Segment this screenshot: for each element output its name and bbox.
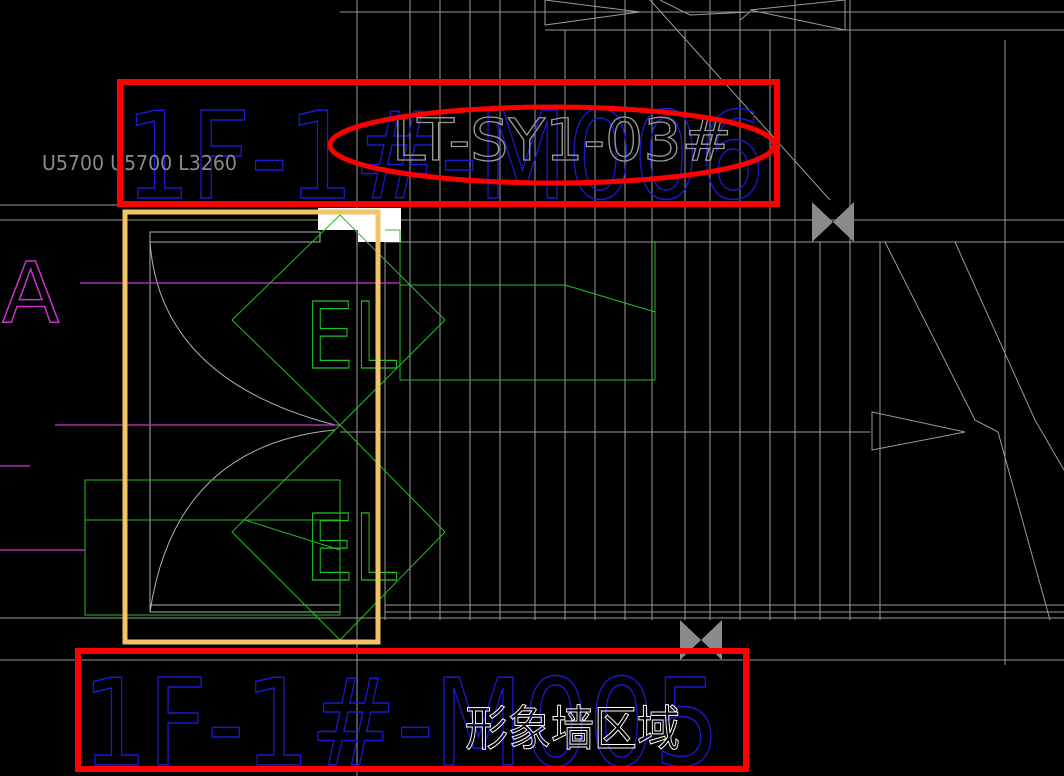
door-tag-lower[interactable]: 1F-1#-M005: [81, 654, 721, 776]
door-swing-arcs: [149, 231, 340, 613]
column-marker-top: [812, 202, 854, 242]
markup-rect-door-lower[interactable]: [75, 648, 749, 772]
elevator-symbol-bottom-text: EL: [305, 495, 397, 602]
elevator-symbol-bottom: EL: [304, 494, 397, 602]
dimension-note: U5700 U5700 L3260: [42, 151, 237, 175]
markup-rect-elevator-shaft[interactable]: [122, 209, 381, 645]
markup-ellipse-elevator-tag[interactable]: [327, 104, 777, 186]
axis-lines: [0, 282, 400, 551]
axis-label: A: [2, 244, 59, 342]
elevator-symbol-top: EL: [304, 282, 397, 390]
markup-rect-door-upper[interactable]: [117, 79, 780, 207]
elevator-tag[interactable]: LT-SY1-03#: [391, 105, 732, 174]
elevator-symbol-top-text: EL: [305, 283, 397, 390]
area-note: 形象墙区域: [465, 701, 680, 757]
